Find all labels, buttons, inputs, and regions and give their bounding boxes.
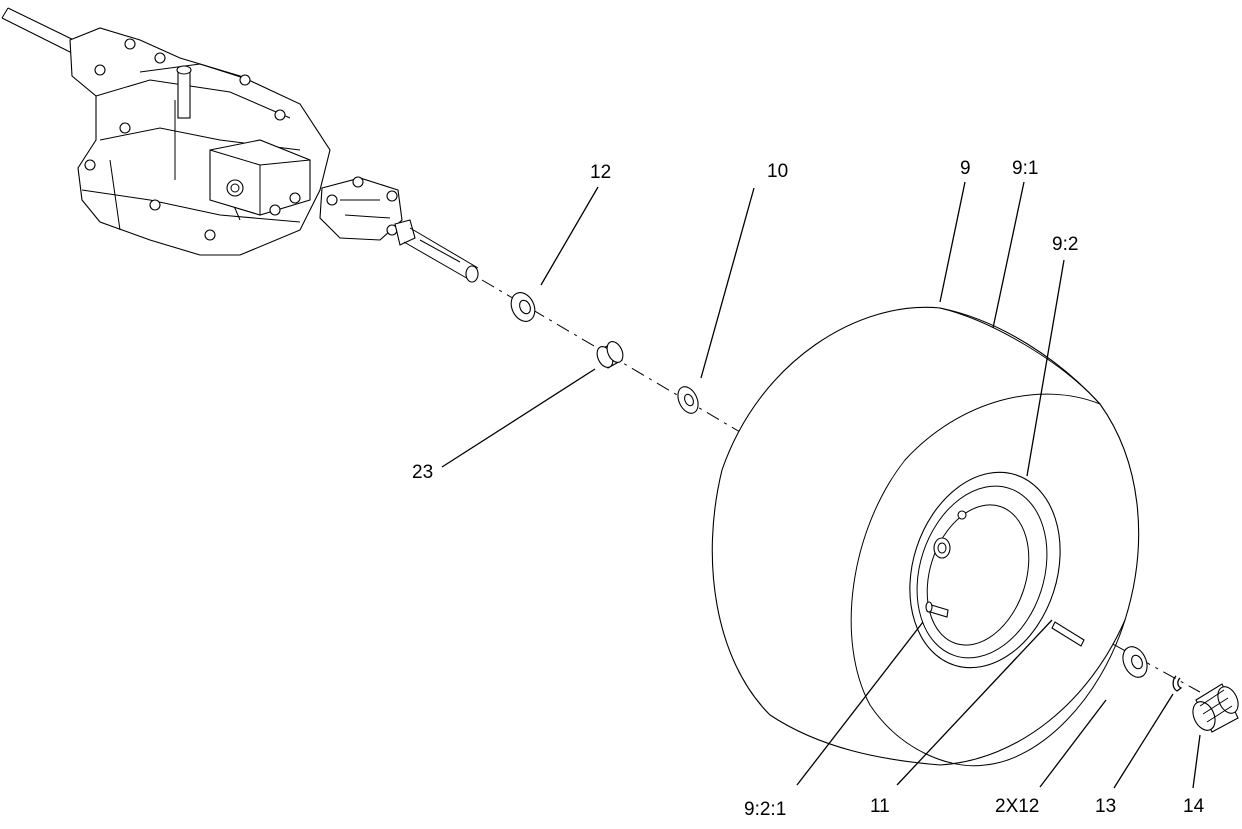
callout-12: 12: [590, 162, 611, 183]
callout-labels: 12 10 9 9:1 9:2 23 9:2:1 11 2X12 13 14: [412, 158, 1205, 820]
washer-part-12: [510, 292, 536, 322]
callout-9-2: 9:2: [1052, 234, 1078, 255]
callout-9-2-1: 9:2:1: [744, 799, 786, 820]
callout-14: 14: [1183, 796, 1205, 817]
wheel-tire-assembly: [711, 306, 1140, 767]
washer-part-2x12: [1122, 646, 1148, 678]
rim-part-9-2: [909, 471, 1061, 669]
washer-part-10: [677, 386, 699, 414]
callout-11: 11: [870, 796, 890, 817]
callout-2x12: 2X12: [995, 796, 1039, 817]
retaining-ring-part-13: [1172, 675, 1183, 692]
transaxle-assembly: [1, 7, 479, 283]
spacer-part-23: [596, 341, 624, 369]
callout-13: 13: [1095, 796, 1116, 817]
leader-23: [441, 368, 596, 468]
leader-12: [540, 186, 599, 286]
callout-9: 9: [960, 158, 971, 179]
leader-13: [1113, 693, 1174, 789]
leader-9-2-1: [796, 621, 924, 786]
callout-10: 10: [767, 161, 788, 182]
leader-9-2: [1026, 259, 1065, 477]
leader-14: [1192, 734, 1201, 789]
leader-9-1: [992, 181, 1025, 329]
leader-2x12: [1039, 699, 1107, 788]
key-part-11: [1051, 621, 1085, 647]
leader-lines: [441, 181, 1201, 789]
valve-stem-part-9-2-1: [925, 601, 949, 618]
hub-cap-part-14: [1192, 683, 1239, 733]
leader-10: [700, 187, 755, 379]
leader-9: [939, 181, 966, 303]
leader-11: [896, 619, 1053, 786]
callout-23: 23: [412, 462, 433, 483]
callout-9-1: 9:1: [1012, 158, 1038, 179]
